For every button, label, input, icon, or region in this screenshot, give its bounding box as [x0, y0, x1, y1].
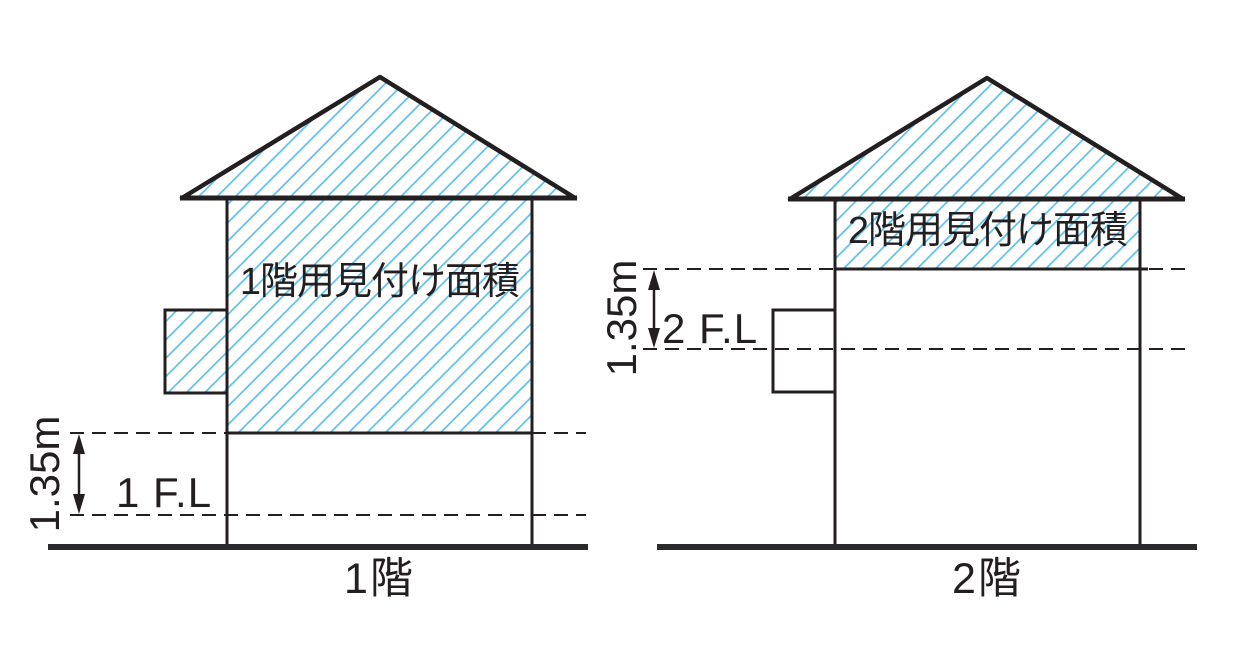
dimension-label-right: 1.35m	[598, 259, 645, 377]
hatched-wall-area-right	[835, 199, 1140, 269]
house-first-floor	[48, 74, 588, 550]
house-second-floor	[643, 75, 1197, 550]
floor-level-label-2fl: 2 F.L	[662, 305, 759, 352]
dimension-arrowhead-down-right	[648, 328, 660, 348]
caption-second-floor: 2階	[952, 555, 1023, 603]
bump-out-right	[771, 308, 837, 394]
dimension-arrowhead-up-right	[648, 270, 660, 290]
bump-out-left	[163, 308, 229, 395]
roof-left	[179, 74, 578, 201]
dimension-arrowhead-down-left	[73, 494, 85, 514]
caption-first-floor: 1階	[344, 555, 415, 603]
area-label-first-floor: 1階用見付け面積	[239, 261, 520, 303]
dimension-arrowhead-up-left	[73, 434, 85, 454]
roof-right	[787, 75, 1186, 202]
area-label-second-floor: 2階用見付け面積	[847, 210, 1128, 252]
dimension-label-left: 1.35m	[21, 415, 68, 533]
hatched-wall-area-left	[227, 198, 532, 433]
floor-level-label-1fl: 1 F.L	[116, 469, 213, 516]
